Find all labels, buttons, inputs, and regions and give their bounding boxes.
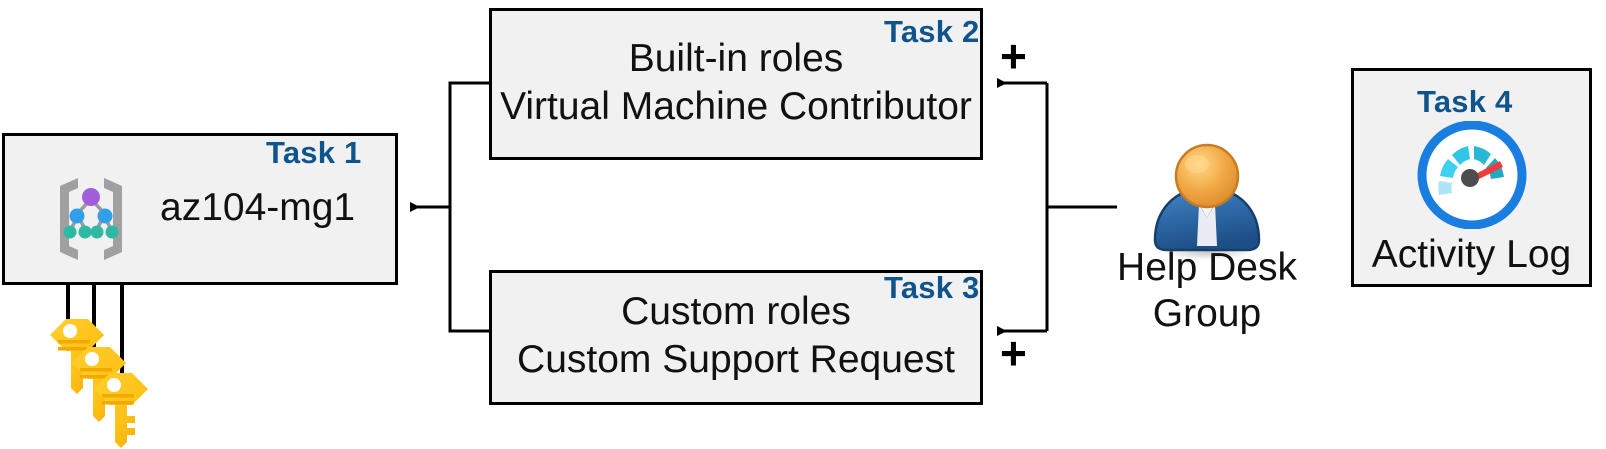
task-2-box[interactable] (489, 8, 983, 160)
group-label-line-1: Help Desk (1117, 246, 1297, 289)
connector-roles-to-scope (410, 81, 489, 333)
task-1-text: az104-mg1 (160, 186, 356, 229)
gauge-icon (1414, 120, 1530, 230)
task-4-box[interactable] (1351, 68, 1592, 287)
task-1-label: Task 1 (266, 135, 362, 170)
task-2-line-1: Built-in roles (628, 37, 844, 80)
task-3-label: Task 3 (884, 270, 980, 305)
keys-icon (36, 310, 156, 449)
task-2-plus-icon: + (1000, 30, 1027, 82)
management-group-icon (48, 172, 134, 264)
task-2-line-2: Virtual Machine Contributor (500, 85, 972, 128)
task-2-label: Task 2 (884, 14, 980, 49)
user-group-icon (1137, 140, 1277, 260)
task-3-plus-icon: + (1000, 327, 1027, 379)
group-label-line-2: Group (1152, 292, 1262, 335)
task-3-line-2: Custom Support Request (517, 338, 955, 381)
task-3-line-1: Custom roles (621, 290, 851, 333)
task-4-text: Activity Log (1371, 233, 1572, 276)
task-1-box[interactable] (2, 133, 398, 285)
task-3-box[interactable] (489, 270, 983, 405)
task-4-label: Task 4 (1417, 84, 1513, 119)
